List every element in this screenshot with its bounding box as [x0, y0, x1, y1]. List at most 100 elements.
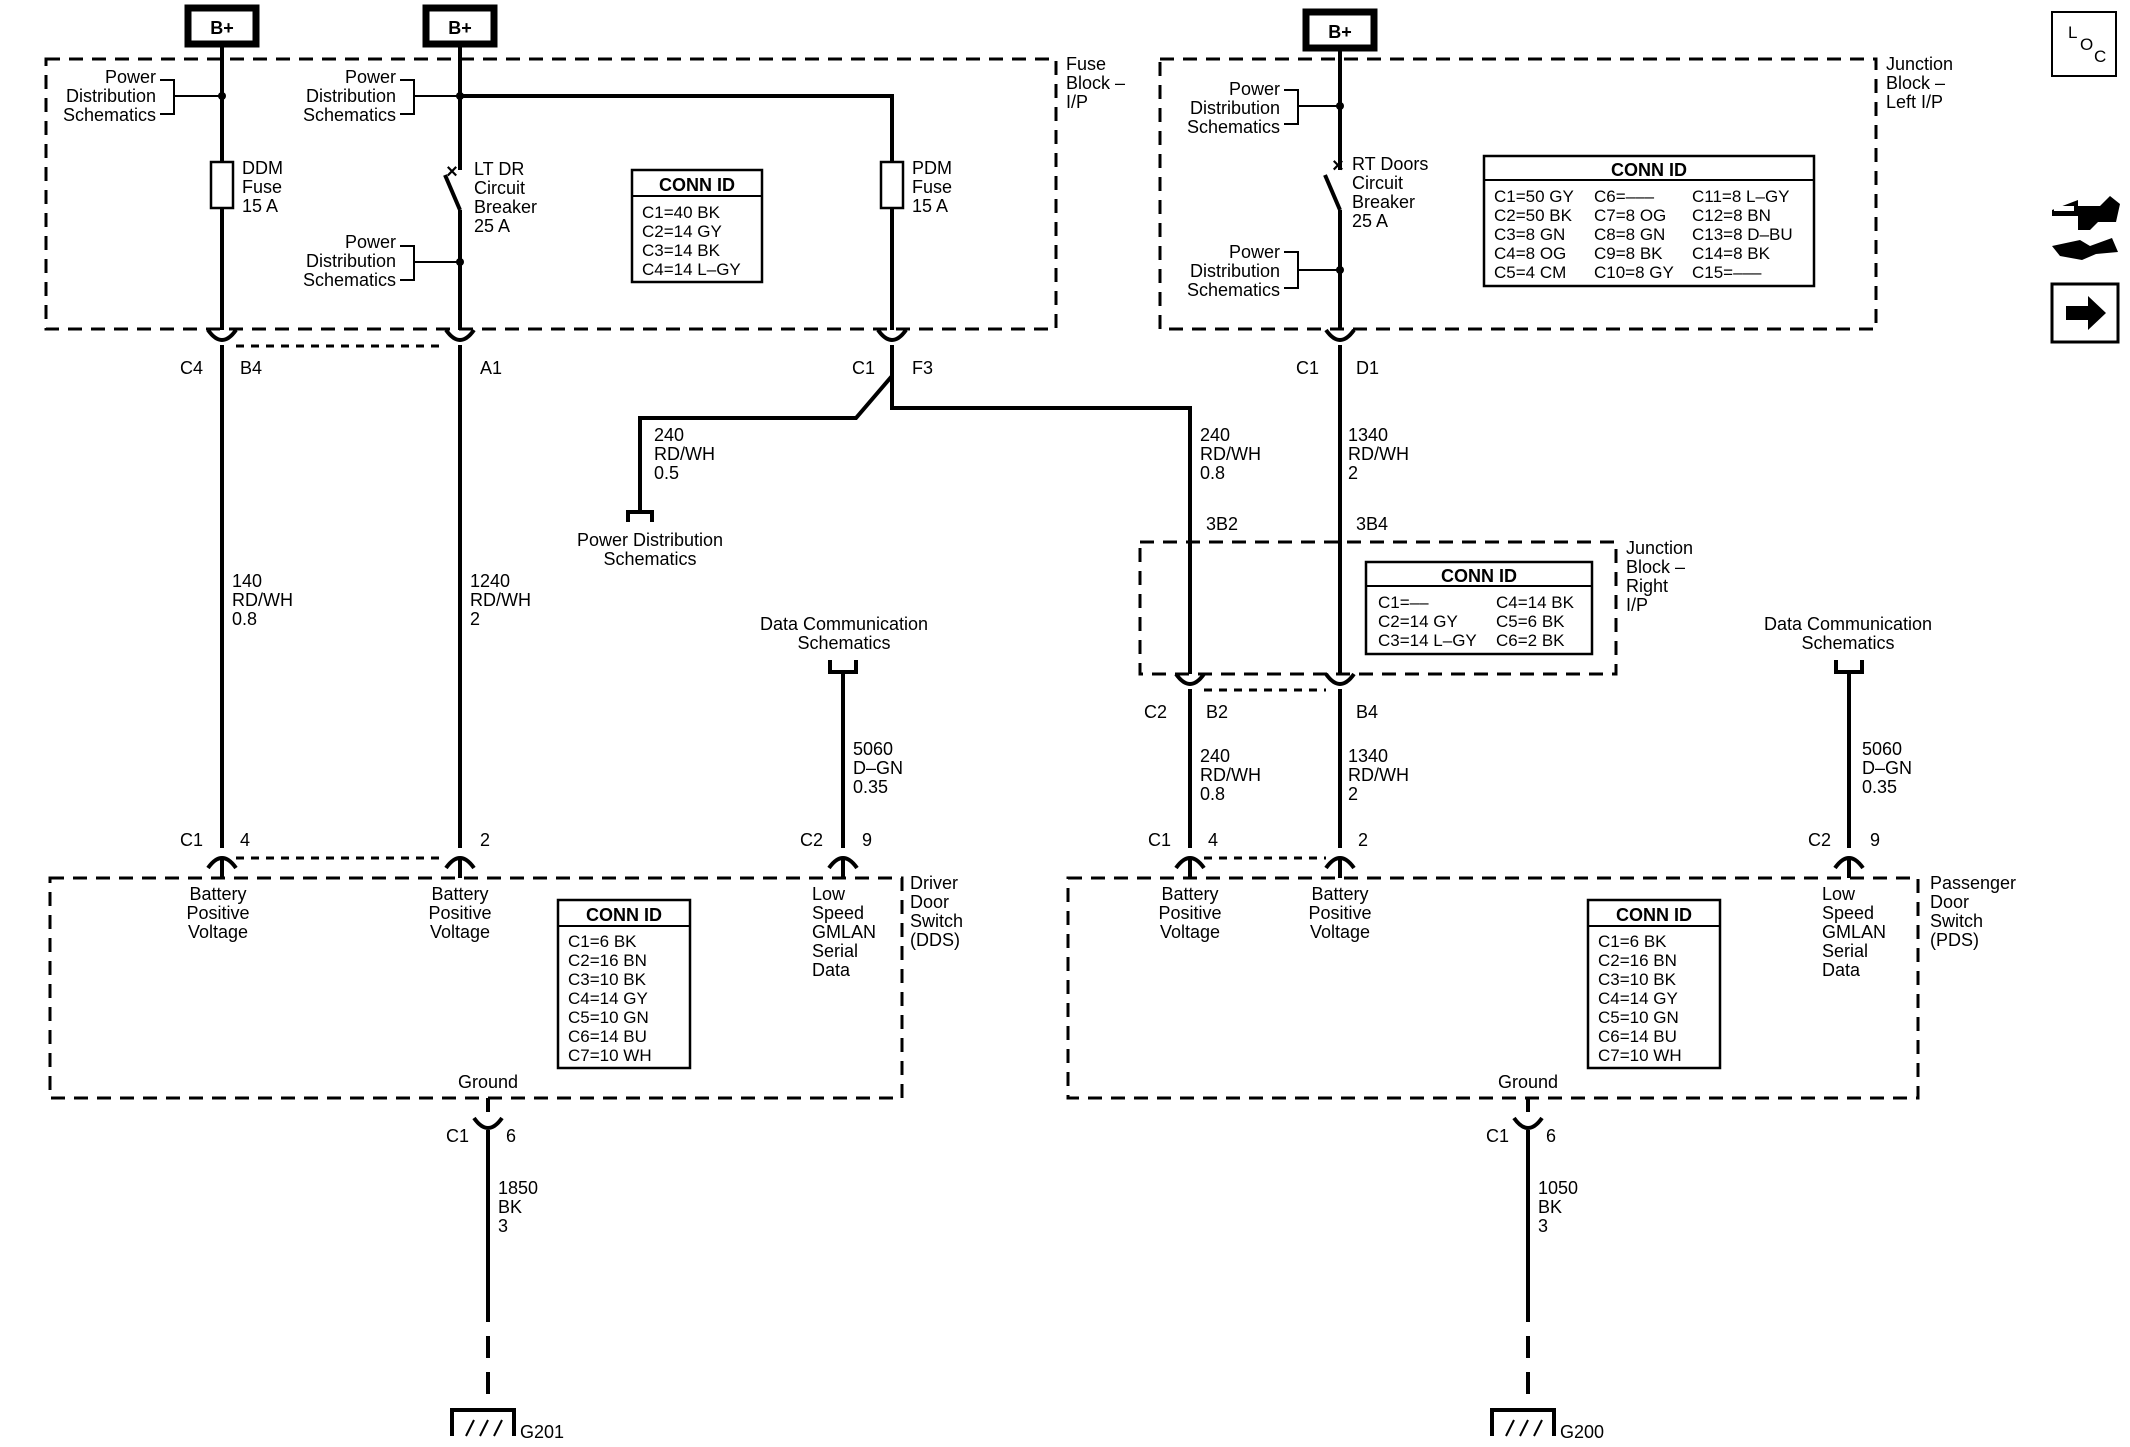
svg-text:C10=8 GY: C10=8 GY	[1594, 263, 1674, 282]
ddm-fuse-label: DDM Fuse 15 A	[242, 158, 283, 216]
svg-text:C1: C1	[446, 1126, 469, 1146]
svg-text:C3=14 BK: C3=14 BK	[642, 241, 721, 260]
svg-text:1340: 1340	[1348, 425, 1388, 445]
svg-text:C7=10 WH: C7=10 WH	[568, 1046, 652, 1065]
svg-text:RD/WH: RD/WH	[1200, 765, 1261, 785]
svg-text:C6=–––: C6=–––	[1594, 187, 1655, 206]
svg-text:Door: Door	[1930, 892, 1969, 912]
svg-text:140: 140	[232, 571, 262, 591]
fuse-block-label: Fuse Block – I/P	[1066, 54, 1125, 112]
svg-text:Speed: Speed	[1822, 903, 1874, 923]
svg-text:C1=6 BK: C1=6 BK	[1598, 932, 1667, 951]
ddm-fuse-symbol	[209, 160, 235, 210]
svg-text:Schematics: Schematics	[1187, 280, 1280, 300]
jb-left-label: Junction Block – Left I/P	[1886, 54, 1953, 112]
pdm-fuse-symbol	[879, 160, 905, 210]
svg-text:Distribution: Distribution	[1190, 98, 1280, 118]
svg-text:Distribution: Distribution	[306, 251, 396, 271]
svg-text:2: 2	[1348, 463, 1358, 483]
svg-text:C1=40 BK: C1=40 BK	[642, 203, 721, 222]
dds-conn-id: CONN ID C1=6 BK C2=16 BN C3=10 BK C4=14 …	[556, 898, 692, 1070]
connector-a1: A1	[444, 328, 502, 378]
dds-conn-c2-9: C2 9	[800, 830, 872, 878]
svg-text:5060: 5060	[853, 739, 893, 759]
dds-gmlan-data: Low Speed GMLAN Serial Data	[812, 884, 876, 980]
svg-text:Left I/P: Left I/P	[1886, 92, 1943, 112]
svg-text:C1=50 GY: C1=50 GY	[1494, 187, 1574, 206]
svg-text:C1=––: C1=––	[1378, 593, 1429, 612]
svg-text:Power: Power	[345, 67, 396, 87]
svg-text:CONN ID: CONN ID	[1441, 566, 1517, 586]
svg-text:C3=8 GN: C3=8 GN	[1494, 225, 1565, 244]
connector-tools-icon[interactable]	[2052, 196, 2120, 260]
svg-text:Schematics: Schematics	[303, 270, 396, 290]
data-comm-ref-right: Data Communication Schematics	[1764, 614, 1932, 674]
connector-c1-f3: C1 F3	[852, 328, 933, 378]
bplus-supply-2: B+	[422, 4, 498, 48]
svg-text:Fuse: Fuse	[1066, 54, 1106, 74]
svg-text:D–GN: D–GN	[1862, 758, 1912, 778]
svg-text:Power: Power	[1229, 242, 1280, 262]
svg-text:C1: C1	[1486, 1126, 1509, 1146]
svg-text:25 A: 25 A	[1352, 211, 1388, 231]
svg-text:BK: BK	[1538, 1197, 1562, 1217]
svg-text:6: 6	[1546, 1126, 1556, 1146]
svg-text:B4: B4	[240, 358, 262, 378]
svg-text:C1: C1	[180, 830, 203, 850]
lt-dr-breaker-symbol: ×	[443, 161, 462, 211]
svg-text:RD/WH: RD/WH	[1348, 444, 1409, 464]
svg-text:Serial: Serial	[1822, 941, 1868, 961]
power-dist-ref-bottom: Power Distribution Schematics	[577, 510, 723, 569]
svg-text:0.8: 0.8	[1200, 463, 1225, 483]
dds-conn-c1-4: C1 4	[180, 830, 250, 878]
svg-text:Voltage: Voltage	[1310, 922, 1370, 942]
wire-label-1240: 1240 RD/WH 2	[470, 571, 531, 629]
wire-label-5060-a: 5060 D–GN 0.35	[853, 739, 903, 797]
svg-text:C1: C1	[852, 358, 875, 378]
svg-text:RD/WH: RD/WH	[470, 590, 531, 610]
ground-g201-icon: G201	[450, 1408, 564, 1442]
svg-text:Voltage: Voltage	[430, 922, 490, 942]
bplus-supply-1: B+	[184, 4, 260, 48]
wire-label-5060-b: 5060 D–GN 0.35	[1862, 739, 1912, 797]
svg-text:5060: 5060	[1862, 739, 1902, 759]
jb-right-label: Junction Block – Right I/P	[1626, 538, 1693, 615]
power-dist-ref-1: Power Distribution Schematics	[63, 67, 222, 125]
dds-ground-label: Ground	[458, 1072, 518, 1092]
svg-text:B4: B4	[1356, 702, 1378, 722]
svg-text:2: 2	[1348, 784, 1358, 804]
svg-text:C1: C1	[1148, 830, 1171, 850]
svg-text:Power: Power	[105, 67, 156, 87]
svg-text:B+: B+	[1328, 22, 1352, 42]
svg-text:Data: Data	[812, 960, 851, 980]
svg-text:Voltage: Voltage	[188, 922, 248, 942]
svg-text:C8=8 GN: C8=8 GN	[1594, 225, 1665, 244]
jb-right-conn-id: CONN ID C1=–– C2=14 GY C3=14 L–GY C4=14 …	[1364, 560, 1594, 656]
dds-battery-voltage-1: Battery Positive Voltage	[186, 884, 249, 942]
svg-text:Block –: Block –	[1066, 73, 1125, 93]
svg-text:C3=14 L–GY: C3=14 L–GY	[1378, 631, 1477, 650]
svg-text:C13=8 D–BU: C13=8 D–BU	[1692, 225, 1793, 244]
svg-text:Switch: Switch	[1930, 911, 1983, 931]
power-dist-ref-4: Power Distribution Schematics	[1187, 79, 1340, 137]
dds-label: Driver Door Switch (DDS)	[910, 873, 963, 950]
dds-conn-2: 2	[444, 830, 490, 878]
svg-text:×: ×	[1332, 155, 1344, 177]
jb-left-outline	[1158, 57, 1878, 331]
svg-text:Passenger: Passenger	[1930, 873, 2016, 893]
svg-text:3: 3	[498, 1216, 508, 1236]
svg-text:I/P: I/P	[1066, 92, 1088, 112]
svg-text:3: 3	[1538, 1216, 1548, 1236]
next-page-arrow-icon[interactable]	[2050, 282, 2120, 344]
svg-text:6: 6	[506, 1126, 516, 1146]
svg-text:C4: C4	[180, 358, 203, 378]
svg-text:C15=–––: C15=–––	[1692, 263, 1762, 282]
pds-label: Passenger Door Switch (PDS)	[1930, 873, 2016, 950]
svg-text:CONN ID: CONN ID	[1611, 160, 1687, 180]
svg-text:C5=4 CM: C5=4 CM	[1494, 263, 1566, 282]
svg-text:Data Communication: Data Communication	[760, 614, 928, 634]
loc-icon[interactable]: L O C	[2051, 11, 2117, 77]
svg-text:9: 9	[862, 830, 872, 850]
svg-text:GMLAN: GMLAN	[1822, 922, 1886, 942]
